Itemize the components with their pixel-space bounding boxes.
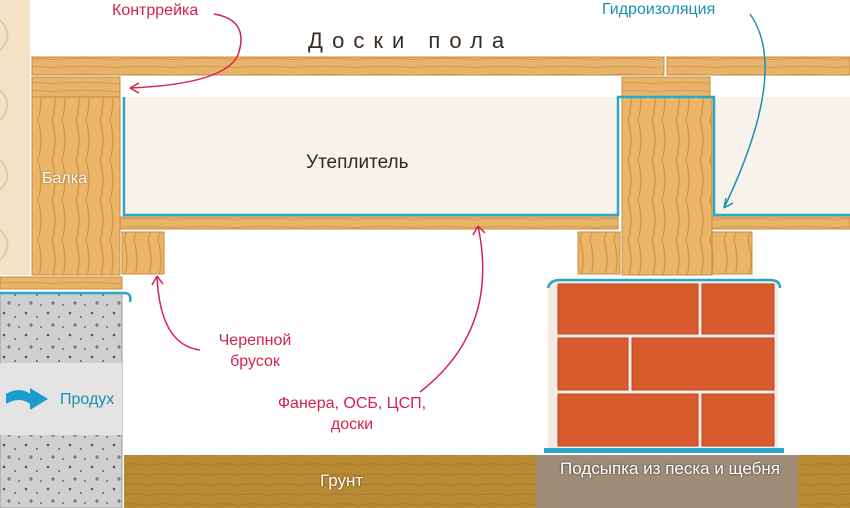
counter-batten-label: Контррейка bbox=[112, 2, 199, 19]
floor-boards bbox=[31, 56, 850, 76]
floor-boards-label: Доски пола bbox=[308, 28, 514, 53]
sheathing-label: Фанера, ОСБ, ЦСП, доски bbox=[277, 395, 427, 433]
wall-edge bbox=[0, 0, 30, 275]
concrete-foundation bbox=[0, 276, 132, 508]
gravel-fill-label: Подсыпка из песка и щебня bbox=[560, 459, 780, 478]
beams bbox=[31, 96, 713, 276]
brick-pillar bbox=[544, 278, 784, 453]
vent-label: Продух bbox=[60, 391, 115, 408]
skull-bars bbox=[121, 231, 753, 275]
skull-bar-label: Черепной брусок bbox=[218, 332, 292, 370]
counter-battens bbox=[31, 76, 711, 98]
gravel-fill bbox=[536, 455, 798, 508]
callout-arrows bbox=[129, 13, 766, 393]
insulation-label: Утеплитель bbox=[306, 152, 409, 173]
waterproofing-membrane bbox=[122, 95, 850, 217]
insulation-block bbox=[124, 97, 850, 215]
ground-label: Грунт bbox=[320, 471, 364, 490]
vent-arrow-icon bbox=[6, 388, 48, 410]
sheathing-boards bbox=[119, 216, 850, 230]
waterproofing-label: Гидроизоляция bbox=[602, 1, 716, 18]
beam-label: Балка bbox=[42, 170, 87, 187]
